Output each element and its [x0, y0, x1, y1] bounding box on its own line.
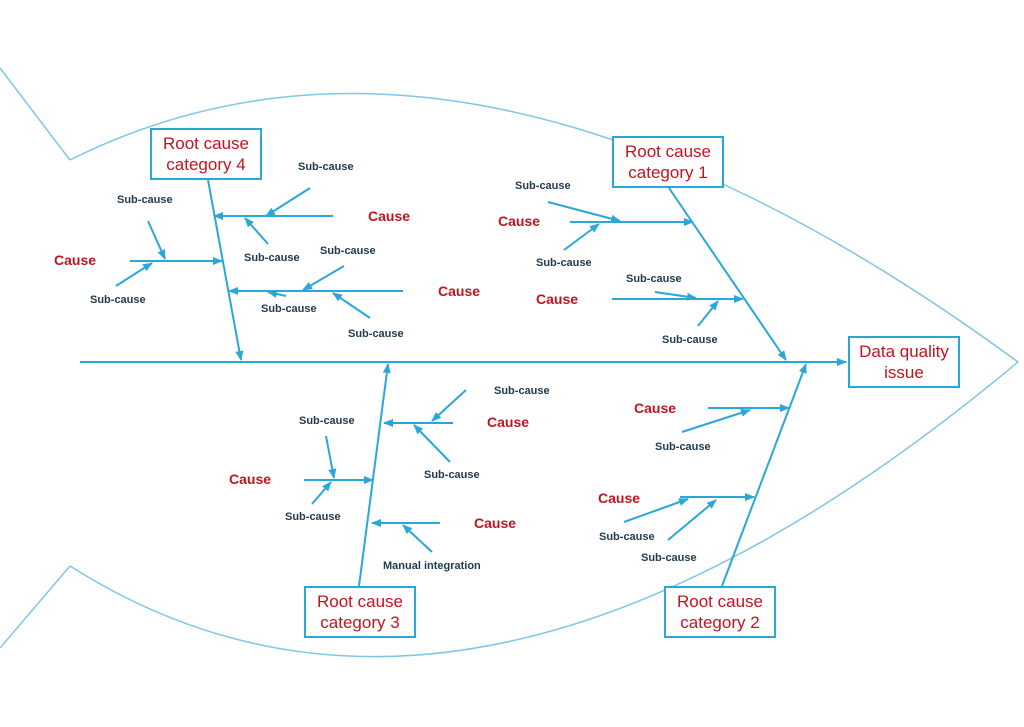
subcause-arrow — [654, 291, 697, 301]
subcause-label: Sub-cause — [285, 511, 341, 523]
fish-body-outline — [69, 92, 1020, 658]
cause-label: Cause — [536, 291, 579, 307]
subcause-label: Sub-cause — [655, 441, 711, 453]
subcause-arrow — [244, 217, 269, 245]
subcause-arrow — [563, 223, 600, 251]
subcause-arrow — [623, 498, 689, 523]
subcause-label: Sub-cause — [117, 194, 173, 206]
subcause-label: Sub-cause — [90, 294, 146, 306]
fish-tail-upper — [0, 67, 71, 161]
subcause-label: Sub-cause — [261, 303, 317, 315]
category-2-box: Root cause category 2 — [664, 586, 776, 638]
subcause-arrow — [697, 300, 719, 327]
subcause-arrow — [402, 524, 433, 553]
bone-category-3 — [358, 363, 391, 587]
category-4-box: Root cause category 4 — [150, 128, 262, 180]
subcause-label: Sub-cause — [424, 469, 480, 481]
bone-category-2 — [721, 363, 807, 587]
subcause-label: Sub-cause — [298, 161, 354, 173]
subcause-label: Sub-cause — [244, 252, 300, 264]
subcause-arrow — [431, 389, 467, 422]
subcause-arrow — [265, 187, 311, 217]
subcause-label: Sub-cause — [348, 328, 404, 340]
fish-tail-lower — [0, 565, 71, 649]
subcause-arrow — [311, 481, 332, 505]
subcause-label: Sub-cause — [494, 385, 550, 397]
cause-label: Cause — [368, 208, 411, 224]
cause-label: Cause — [54, 252, 97, 268]
subcause-label: Sub-cause — [599, 531, 655, 543]
cause-label: Cause — [438, 283, 481, 299]
cause-label: Cause — [598, 490, 641, 506]
subcause-label: Sub-cause — [320, 245, 376, 257]
subcause-label: Sub-cause — [515, 180, 571, 192]
subcause-label: Sub-cause — [299, 415, 355, 427]
category-3-box: Root cause category 3 — [304, 586, 416, 638]
bone-category-4 — [207, 179, 244, 361]
subcause-arrow — [667, 499, 717, 541]
cause-label: Cause — [487, 414, 530, 430]
bone-category-1 — [668, 187, 787, 361]
cause-label: Cause — [229, 471, 272, 487]
subcause-arrow — [681, 408, 751, 433]
subcause-arrow — [147, 220, 166, 260]
subcause-arrow — [325, 435, 337, 479]
subcause-label: Sub-cause — [626, 273, 682, 285]
subcause-arrow — [332, 292, 371, 319]
category-1-box: Root cause category 1 — [612, 136, 724, 188]
subcause-arrow — [547, 201, 621, 223]
cause-label: Cause — [474, 515, 517, 531]
subcause-label: Sub-cause — [662, 334, 718, 346]
subcause-label: Sub-cause — [536, 257, 592, 269]
subcause-arrow — [267, 290, 287, 298]
cause-label: Cause — [498, 213, 541, 229]
subcause-label: Sub-cause — [641, 552, 697, 564]
cause-label: Cause — [634, 400, 677, 416]
effect-box: Data quality issue — [848, 336, 960, 388]
subcause-arrow — [413, 424, 451, 463]
subcause-arrow — [302, 265, 345, 291]
subcause-label: Manual integration — [383, 560, 481, 572]
subcause-arrow — [115, 262, 153, 287]
